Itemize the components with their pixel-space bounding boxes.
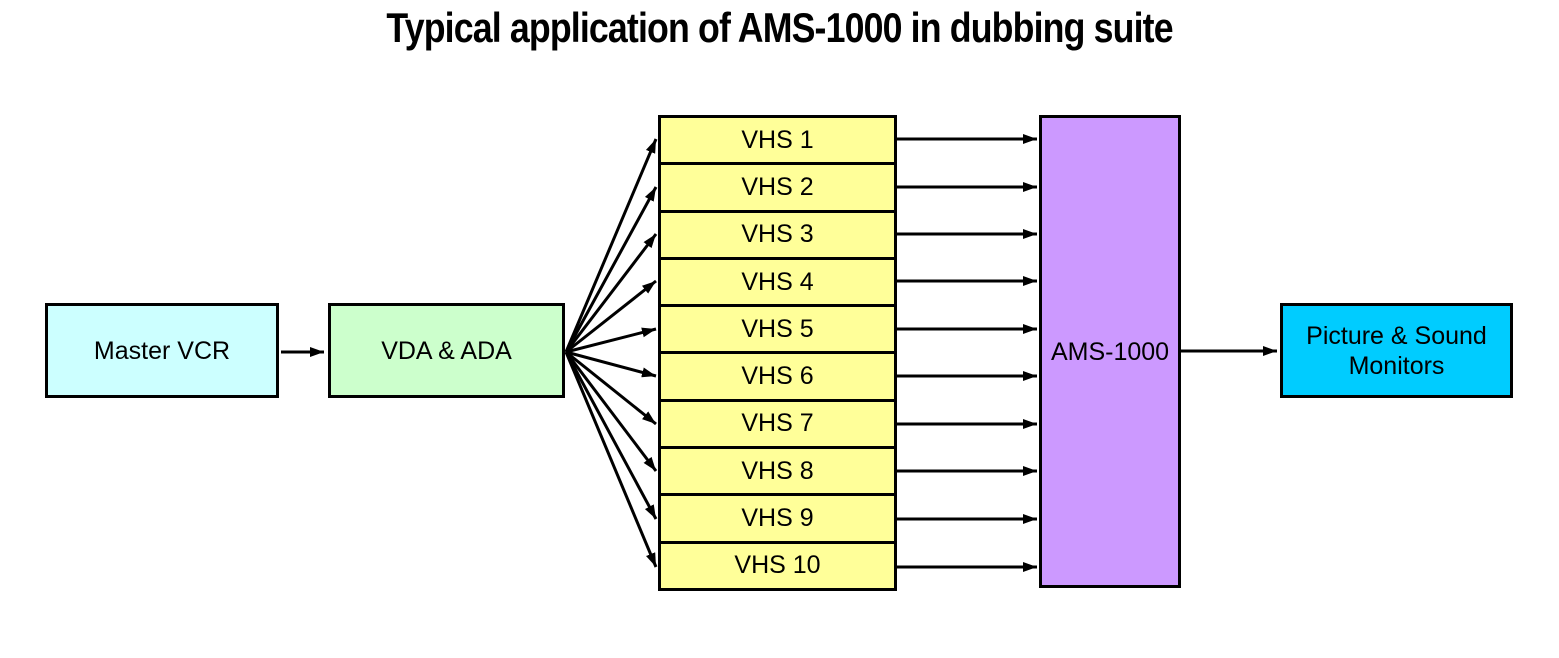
node-vhs-4-label: VHS 4	[741, 267, 814, 296]
node-vhs-7: VHS 7	[661, 402, 894, 450]
node-vhs-8: VHS 8	[661, 449, 894, 497]
node-master-vcr-label: Master VCR	[93, 336, 231, 365]
arrow-vda-to-vhs-4	[565, 279, 657, 354]
node-vhs-9: VHS 9	[661, 496, 894, 544]
node-master-vcr: Master VCR	[45, 303, 279, 398]
node-vda-ada-label: VDA & ADA	[381, 336, 512, 365]
arrow-vda-to-vhs-1	[564, 138, 658, 353]
vhs-stack: VHS 1 VHS 2 VHS 3 VHS 4 VHS 5 VHS 6 VHS …	[658, 115, 897, 591]
node-vhs-3-label: VHS 3	[741, 220, 814, 249]
page-title-text: Typical application of AMS-1000 in dubbi…	[386, 4, 1173, 51]
arrow-vda-to-vhs-6	[565, 350, 657, 378]
node-vhs-2: VHS 2	[661, 165, 894, 213]
node-vhs-10-label: VHS 10	[734, 551, 821, 580]
node-ams-1000-label: AMS-1000	[1050, 337, 1170, 366]
node-vhs-1: VHS 1	[661, 118, 894, 166]
node-vda-ada: VDA & ADA	[328, 303, 565, 398]
node-vhs-5-label: VHS 5	[741, 314, 814, 343]
node-vhs-4: VHS 4	[661, 260, 894, 308]
node-vhs-5: VHS 5	[661, 307, 894, 355]
arrow-vda-to-vhs-9	[564, 351, 658, 520]
arrow-vda-to-vhs-5	[565, 327, 657, 354]
node-vhs-9-label: VHS 9	[741, 504, 814, 533]
node-vhs-3: VHS 3	[661, 213, 894, 260]
node-vhs-6-label: VHS 6	[741, 362, 814, 391]
arrow-vda-to-vhs-8	[564, 351, 658, 472]
node-vhs-1-label: VHS 1	[741, 125, 814, 154]
page-title: Typical application of AMS-1000 in dubbi…	[0, 4, 1559, 52]
node-picture-sound-monitors-label: Picture & Sound Monitors	[1306, 321, 1487, 380]
arrow-vda-to-vhs-7	[565, 350, 657, 426]
arrow-vda-to-vhs-10	[564, 351, 658, 568]
node-vhs-10: VHS 10	[661, 544, 894, 588]
node-vhs-8-label: VHS 8	[741, 456, 814, 485]
arrow-vda-to-vhs-3	[564, 233, 658, 353]
arrow-vda-to-vhs-2	[564, 186, 658, 353]
node-vhs-6: VHS 6	[661, 354, 894, 402]
node-vhs-2-label: VHS 2	[741, 172, 814, 201]
node-vhs-7-label: VHS 7	[741, 409, 814, 438]
node-picture-sound-monitors: Picture & Sound Monitors	[1280, 303, 1513, 398]
node-ams-1000: AMS-1000	[1039, 115, 1181, 588]
